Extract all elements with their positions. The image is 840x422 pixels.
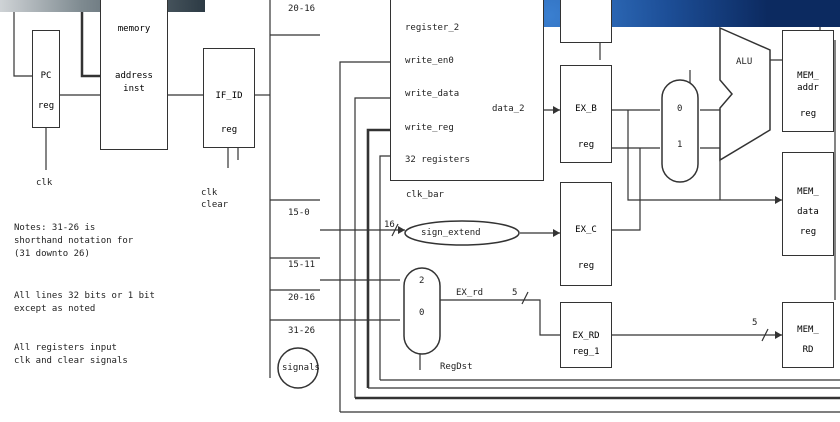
bus-label: 20-16 [288, 4, 315, 14]
signals-label: signals [282, 363, 320, 373]
bus-label: 15-0 [288, 208, 310, 218]
if-id-clear-label: clear [201, 200, 228, 210]
mem-rd-register: MEM_ RD [782, 302, 834, 368]
data2-label: data_2 [492, 104, 525, 114]
ex-c-register: EX_C reg [560, 182, 612, 286]
bus-label: 20-16 [288, 293, 315, 303]
ex-register-top [560, 0, 612, 43]
note-clk-clear: All registers input clk and clear signal… [14, 342, 128, 368]
instruction-memory: memory address inst [100, 0, 168, 150]
pc-clk-label: clk [36, 178, 52, 188]
ex-rd-in-label: EX_rd [456, 288, 483, 298]
mem-addr-register: MEM_ addr reg [782, 30, 834, 132]
mem-data-register: MEM_ data reg [782, 152, 834, 256]
mux-b-shape [662, 80, 698, 182]
width-5-label: 5 [512, 288, 517, 298]
if-id-register: IF_ID reg [203, 48, 255, 148]
note-bit-widths: All lines 32 bits or 1 bit except as not… [14, 290, 155, 316]
mux-b-label-0: 0 [677, 104, 682, 114]
bus-label: 31-26 [288, 326, 315, 336]
regfile-clk-label: clk_bar [406, 190, 444, 200]
mux-rd-label-bot: 0 [419, 308, 424, 318]
if-id-clk-label: clk [201, 188, 217, 198]
note-shorthand: Notes: 31-26 is shorthand notation for (… [14, 222, 133, 261]
pc-register: PC reg [32, 30, 60, 128]
sign-extend-width: 16 [384, 220, 395, 230]
ex-b-register: EX_B reg [560, 65, 612, 163]
ex-rd-register: EX_RD reg_1 [560, 302, 612, 368]
width-5-label: 5 [752, 318, 757, 328]
register-file: register_2 write_en0 write_data write_re… [390, 0, 544, 181]
mux-b-label-1: 1 [677, 140, 682, 150]
regdst-label: RegDst [440, 362, 473, 372]
alu-shape [720, 28, 770, 160]
mux-rd-label-top: 2 [419, 276, 424, 286]
sign-extend-label: sign_extend [421, 228, 481, 238]
alu-label: ALU [736, 57, 752, 67]
bus-label: 15-11 [288, 260, 315, 270]
